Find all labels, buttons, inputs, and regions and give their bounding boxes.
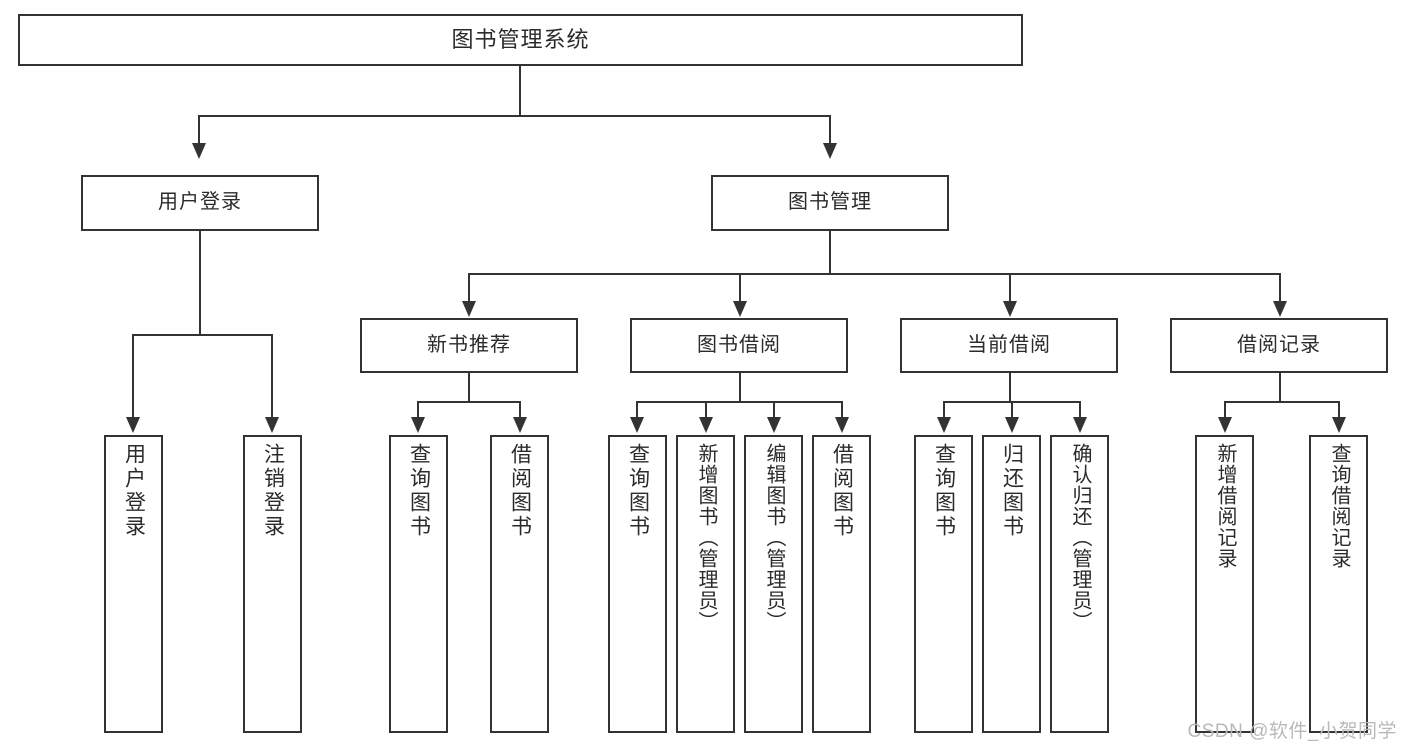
node-query-book-2[interactable]: 查询图书 (608, 435, 667, 733)
node-label: 图书管理 (788, 191, 872, 214)
arrowhead-borrow-record-leaf-1 (1218, 417, 1232, 433)
connector-to-borrow-record (1279, 273, 1281, 303)
connector-book-borrow-leaf-3 (773, 401, 775, 419)
connector-user-login-stem (199, 231, 201, 336)
node-confirm-return-admin[interactable]: 确认归还（管理员） (1050, 435, 1109, 733)
arrowhead-user-login (192, 143, 206, 159)
arrowhead-book-management (823, 143, 837, 159)
connector-book-borrow-leaf-4 (841, 401, 843, 419)
node-label: 查询借阅记录 (1328, 443, 1350, 569)
connector-book-borrow-bus (636, 401, 843, 403)
connector-borrow-record-leaf-2 (1338, 401, 1340, 419)
node-label: 新书推荐 (427, 333, 511, 356)
connector-borrow-record-bus (1224, 401, 1340, 403)
connector-book-management-stem (829, 231, 831, 275)
node-borrow-record[interactable]: 借阅记录 (1170, 318, 1388, 373)
arrowhead-current-borrow (1003, 301, 1017, 317)
connector-current-borrow-leaf-2 (1011, 401, 1013, 419)
arrowhead-user-login-leaf-2 (265, 417, 279, 433)
node-add-borrow-record[interactable]: 新增借阅记录 (1195, 435, 1254, 733)
arrowhead-current-borrow-leaf-1 (937, 417, 951, 433)
node-label: 借阅图书 (830, 443, 854, 539)
node-return-book[interactable]: 归还图书 (982, 435, 1041, 733)
connector-to-book-management (829, 115, 831, 145)
node-label: 编辑图书（管理员） (763, 443, 785, 632)
node-label: 用户登录 (122, 443, 146, 539)
connector-to-current-borrow (1009, 273, 1011, 303)
connector-to-book-borrow (739, 273, 741, 303)
arrowhead-book-borrow-leaf-4 (835, 417, 849, 433)
node-borrow-book-2[interactable]: 借阅图书 (812, 435, 871, 733)
node-query-book-3[interactable]: 查询图书 (914, 435, 973, 733)
node-user-login-leaf[interactable]: 用户登录 (104, 435, 163, 733)
arrowhead-new-book-recommend (462, 301, 476, 317)
arrowhead-user-login-leaf-1 (126, 417, 140, 433)
node-label: 借阅记录 (1237, 333, 1321, 356)
node-label: 新增借阅记录 (1214, 443, 1236, 569)
connector-book-borrow-leaf-2 (705, 401, 707, 419)
arrowhead-current-borrow-leaf-2 (1005, 417, 1019, 433)
connector-new-book-bus (417, 401, 521, 403)
node-label: 查询图书 (407, 443, 431, 539)
connector-new-book-leaf-2 (519, 401, 521, 419)
arrowhead-book-borrow-leaf-1 (630, 417, 644, 433)
node-add-book-admin[interactable]: 新增图书（管理员） (676, 435, 735, 733)
arrowhead-book-borrow-leaf-3 (767, 417, 781, 433)
node-label: 当前借阅 (967, 333, 1051, 356)
connector-user-login-bus (132, 334, 272, 336)
node-label: 用户登录 (158, 191, 242, 214)
node-user-login[interactable]: 用户登录 (81, 175, 319, 231)
connector-to-user-login (198, 115, 200, 145)
node-query-book-1[interactable]: 查询图书 (389, 435, 448, 733)
arrowhead-book-borrow-leaf-2 (699, 417, 713, 433)
connector-new-book-stem (468, 373, 470, 403)
node-label: 归还图书 (1000, 443, 1024, 539)
node-root-system[interactable]: 图书管理系统 (18, 14, 1023, 66)
node-logout-leaf[interactable]: 注销登录 (243, 435, 302, 733)
connector-root-bus (198, 115, 830, 117)
node-label: 注销登录 (261, 443, 285, 539)
arrowhead-book-borrow (733, 301, 747, 317)
csdn-watermark: CSDN @软件_小贺同学 (1187, 721, 1397, 742)
node-current-borrow[interactable]: 当前借阅 (900, 318, 1118, 373)
node-new-book-recommend[interactable]: 新书推荐 (360, 318, 578, 373)
connector-to-new-book-recommend (468, 273, 470, 303)
node-label: 查询图书 (626, 443, 650, 539)
arrowhead-borrow-record (1273, 301, 1287, 317)
arrowhead-new-book-leaf-1 (411, 417, 425, 433)
connector-borrow-record-leaf-1 (1224, 401, 1226, 419)
node-label: 确认归还（管理员） (1069, 443, 1091, 632)
connector-root-stem (519, 66, 521, 117)
node-label: 新增图书（管理员） (695, 443, 717, 632)
connector-user-login-leaf-2 (271, 334, 273, 419)
arrowhead-new-book-leaf-2 (513, 417, 527, 433)
connector-current-borrow-stem (1009, 373, 1011, 403)
node-book-management[interactable]: 图书管理 (711, 175, 949, 231)
connector-current-borrow-leaf-3 (1079, 401, 1081, 419)
node-label: 查询图书 (932, 443, 956, 539)
connector-book-borrow-stem (739, 373, 741, 403)
node-query-borrow-record[interactable]: 查询借阅记录 (1309, 435, 1368, 733)
connector-new-book-leaf-1 (417, 401, 419, 419)
connector-level3-bus (468, 273, 1280, 275)
connector-book-borrow-leaf-1 (636, 401, 638, 419)
node-label: 图书借阅 (697, 333, 781, 356)
arrowhead-current-borrow-leaf-3 (1073, 417, 1087, 433)
connector-current-borrow-leaf-1 (943, 401, 945, 419)
node-book-borrow[interactable]: 图书借阅 (630, 318, 848, 373)
node-borrow-book-1[interactable]: 借阅图书 (490, 435, 549, 733)
connector-user-login-leaf-1 (132, 334, 134, 419)
arrowhead-borrow-record-leaf-2 (1332, 417, 1346, 433)
node-edit-book-admin[interactable]: 编辑图书（管理员） (744, 435, 803, 733)
node-label: 借阅图书 (508, 443, 532, 539)
node-label: 图书管理系统 (451, 27, 590, 53)
connector-borrow-record-stem (1279, 373, 1281, 403)
